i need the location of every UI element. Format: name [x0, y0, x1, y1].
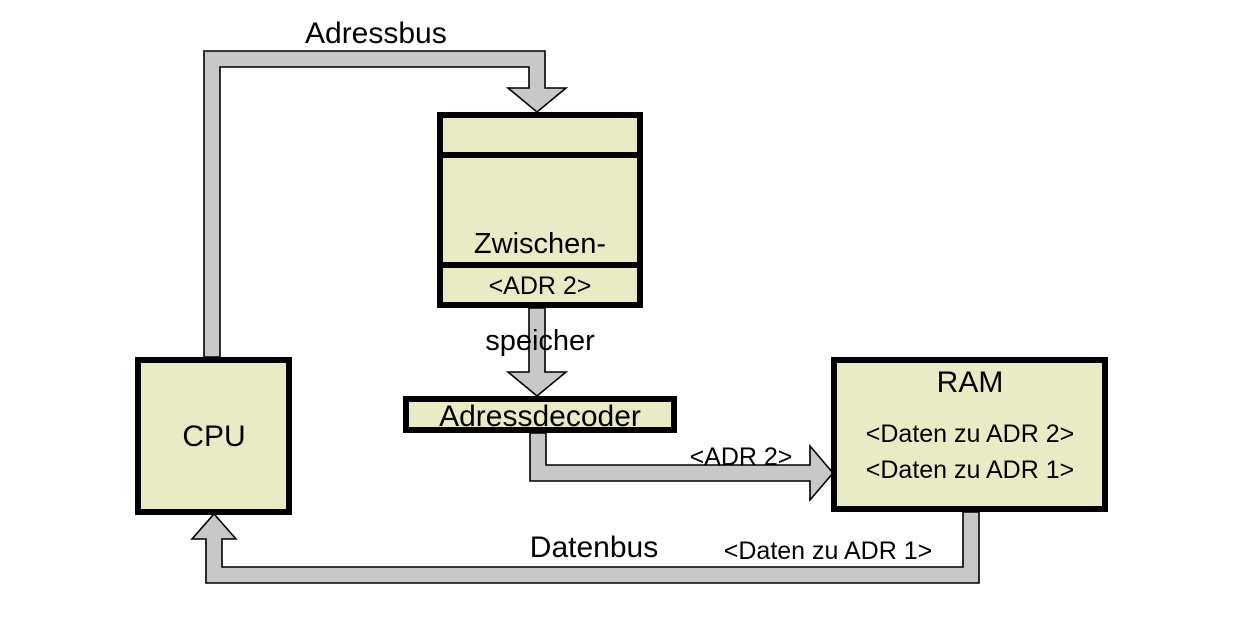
- zs-decoder-arrow: [505, 307, 569, 398]
- cpu-label: CPU: [182, 420, 246, 453]
- ram-row-2: <Daten zu ADR 1>: [865, 456, 1075, 484]
- adressbus-path: [203, 50, 569, 358]
- adressbus-label: Adressbus: [305, 17, 447, 50]
- decoder-ram-bus-label: <ADR 2>: [689, 443, 793, 471]
- zwischenspeicher-divider-bottom: [437, 262, 643, 268]
- bus-datenbus: [190, 511, 980, 584]
- zwischenspeicher-label-line2: speicher: [485, 325, 595, 358]
- bus-decoder-to-ram: [529, 432, 835, 503]
- ram-title: RAM: [936, 366, 1004, 399]
- cpu-body: [141, 363, 286, 509]
- zwischenspeicher-divider-top: [437, 152, 643, 158]
- datenbus-value-label: <Daten zu ADR 1>: [723, 537, 933, 565]
- ram-row-1: <Daten zu ADR 2>: [865, 420, 1075, 448]
- datenbus-label: Datenbus: [529, 531, 659, 564]
- bus-zs-to-decoder: [505, 307, 569, 398]
- node-cpu[interactable]: [135, 357, 292, 515]
- datenbus-path: [190, 511, 980, 584]
- decoder-ram-path: [529, 432, 835, 503]
- ram-body: [837, 363, 1102, 506]
- zwischenspeicher-label-line1: Zwischen-: [473, 227, 607, 260]
- node-ram[interactable]: [831, 357, 1108, 512]
- adressdecoder-body: [409, 402, 671, 427]
- zwischenspeicher-body: [443, 118, 637, 302]
- bus-adressbus: [203, 50, 569, 358]
- adressdecoder-label: Adressdecoder: [439, 400, 641, 433]
- node-adressdecoder[interactable]: [403, 396, 677, 433]
- node-zwischenspeicher[interactable]: [437, 112, 643, 308]
- zwischenspeicher-label: Zwischen- speicher: [443, 163, 637, 423]
- zwischenspeicher-value: <ADR 2>: [488, 272, 592, 300]
